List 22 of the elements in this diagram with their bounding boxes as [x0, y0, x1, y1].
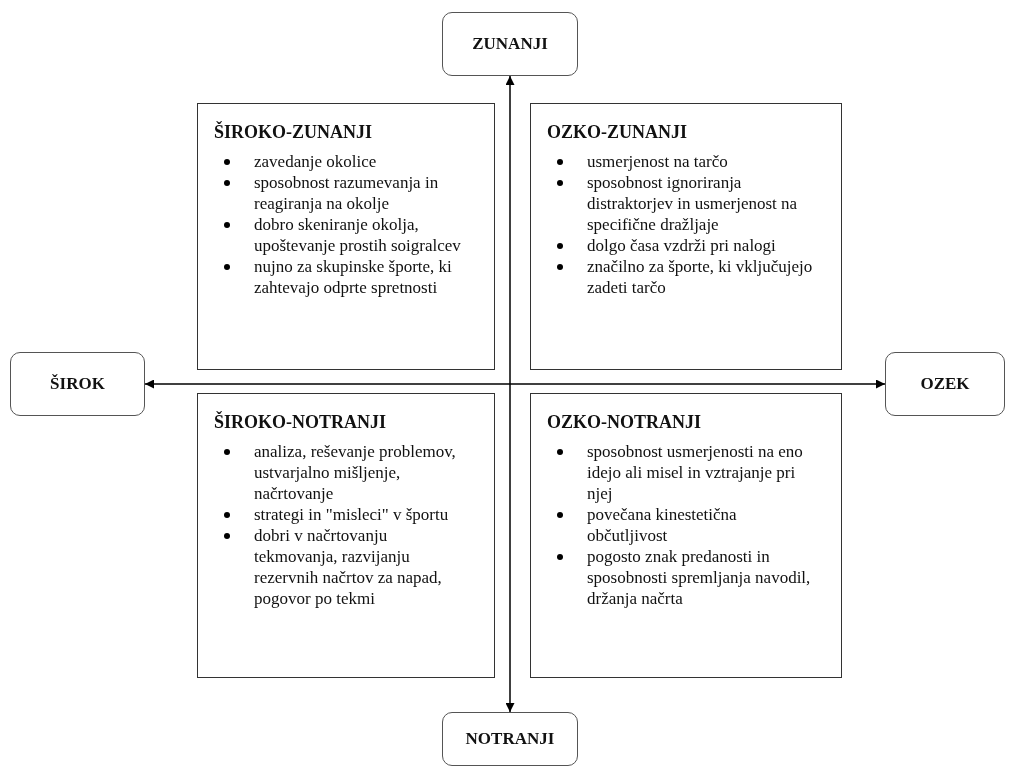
- axis-pole-box: ŠIROK: [10, 352, 145, 416]
- axis-pole-box: NOTRANJI: [442, 712, 578, 766]
- bullet-item: značilno za športe, ki vključujejo zadeti tarčo: [587, 256, 813, 298]
- quadrant-heading: ŠIROKO-NOTRANJI: [214, 412, 388, 433]
- quadrant-box: [530, 393, 842, 678]
- axis-pole-box: ZUNANJI: [442, 12, 578, 76]
- quadrant-box: [197, 103, 495, 370]
- bullet-item: nujno za skupinske športe, ki zahtevajo odprte spretnosti: [254, 256, 453, 298]
- quadrant-box: [197, 393, 495, 678]
- quadrant-box: [530, 103, 842, 370]
- bullet-item: strategi in "misleci" v športu: [254, 504, 450, 525]
- bullet-item: zavedanje okolice: [254, 151, 378, 172]
- quadrant-heading: OZKO-NOTRANJI: [547, 412, 702, 433]
- axis-pole-box: OZEK: [885, 352, 1005, 416]
- quadrant-heading: OZKO-ZUNANJI: [547, 122, 688, 143]
- axis-arrow: [505, 75, 515, 713]
- bullet-item: dobri v načrtovanju tekmovanja, razvijanju rezervnih načrtov za napad, pogovor po tekmi: [254, 525, 443, 609]
- axis-arrow: [144, 379, 886, 389]
- bullet-item: pogosto znak predanosti in sposobnosti spremljanja navodil, držanja načrta: [587, 546, 812, 609]
- bullet-item: dolgo časa vzdrži pri nalogi: [587, 235, 777, 256]
- bullet-item: usmerjenost na tarčo: [587, 151, 729, 172]
- quadrant-heading: ŠIROKO-ZUNANJI: [214, 122, 374, 143]
